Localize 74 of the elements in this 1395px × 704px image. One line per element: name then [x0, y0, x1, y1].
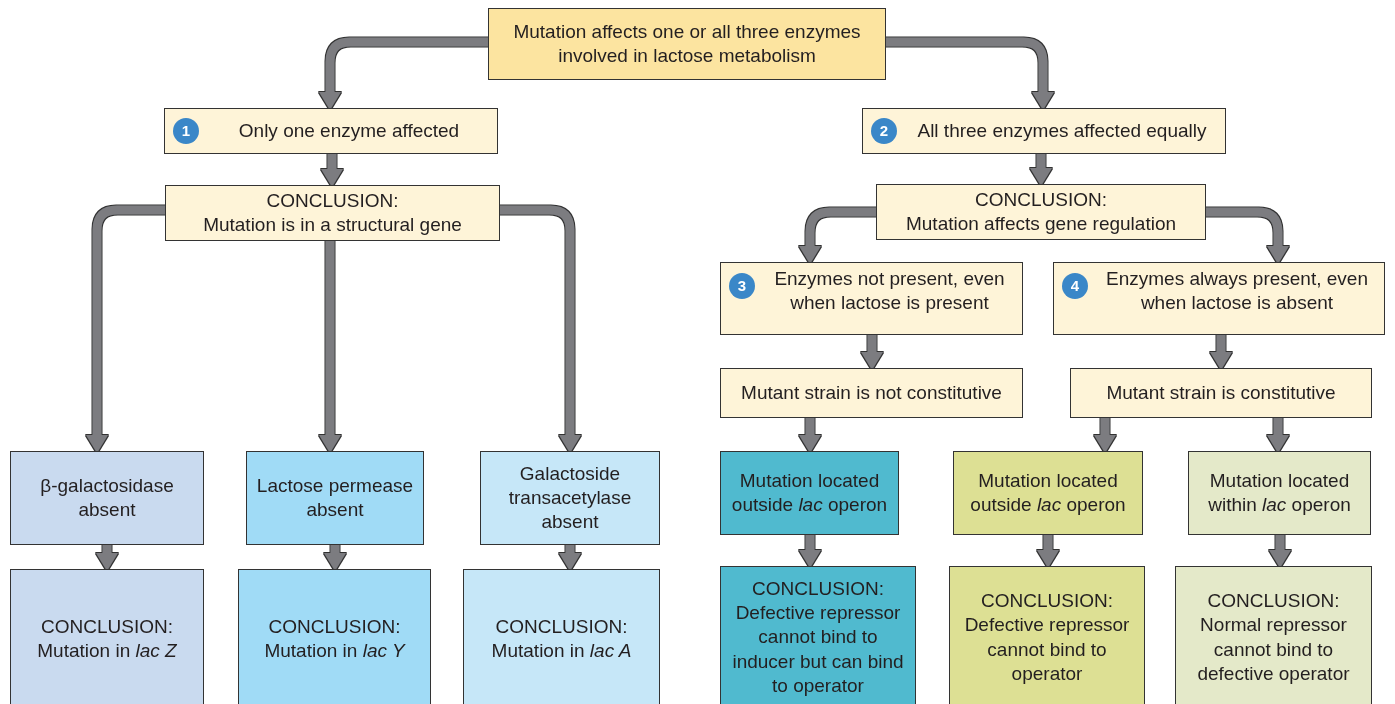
- heading-text: CONCLUSION:: [980, 589, 1114, 614]
- heading-text: CONCLUSION:: [267, 614, 402, 639]
- conclusion-box: [165, 185, 500, 241]
- conclusion-box: [720, 566, 916, 704]
- arrow: [500, 205, 581, 453]
- process-box: [720, 451, 899, 535]
- box-text: Enzymes always present, even when lactose is absent: [1105, 267, 1369, 316]
- box-text: Only one enzyme affected: [237, 118, 461, 143]
- process-box: [488, 8, 886, 80]
- conclusion-box: [238, 569, 431, 704]
- box-text: Normal repressor cannot bind to defective operator: [1196, 613, 1351, 686]
- box-text: Mutation located outside lac operon: [730, 468, 889, 517]
- process-box: [1053, 262, 1385, 335]
- step-number-badge: 4: [1062, 273, 1088, 299]
- arrow: [861, 335, 883, 370]
- heading-text: CONCLUSION:: [494, 614, 629, 639]
- conclusion-box: [876, 184, 1206, 240]
- box-text: All three enzymes affected equally: [916, 118, 1208, 143]
- arrow: [559, 545, 581, 571]
- process-box: [164, 108, 498, 154]
- arrow: [319, 37, 488, 110]
- arrow: [886, 37, 1054, 110]
- box-text: Mutation in lac Y: [264, 639, 405, 663]
- arrow: [96, 545, 118, 571]
- conclusion-box: [10, 569, 204, 704]
- process-box: [1070, 368, 1372, 418]
- box-text: Mutant strain is constitutive: [1106, 380, 1336, 405]
- box-text: Mutation affects gene regulation: [905, 212, 1177, 236]
- box-text: Mutation located outside lac operon: [969, 468, 1127, 517]
- arrow: [799, 418, 821, 453]
- process-box: [1188, 451, 1371, 535]
- arrow: [799, 535, 821, 568]
- box-text: β-galactosidase absent: [39, 473, 175, 522]
- box-text: Enzymes not present, even when lactose is present: [773, 267, 1006, 316]
- box-text: Defective repressor cannot bind to operator: [963, 613, 1131, 686]
- box-text: Mutation in lac Z: [37, 639, 177, 663]
- process-box: [246, 451, 424, 545]
- arrow: [1267, 418, 1289, 453]
- arrow: [1037, 535, 1059, 568]
- arrow: [1210, 335, 1232, 370]
- heading-text: CONCLUSION:: [265, 188, 400, 213]
- heading-text: CONCLUSION:: [40, 614, 174, 639]
- arrow: [86, 205, 165, 453]
- process-box: [10, 451, 204, 545]
- conclusion-box: [1175, 566, 1372, 704]
- arrow: [1206, 207, 1289, 264]
- step-number-badge: 3: [729, 273, 755, 299]
- arrow: [324, 545, 346, 571]
- heading-text: CONCLUSION:: [751, 577, 885, 602]
- arrow: [1094, 418, 1116, 453]
- box-text: Mutation is in a structural gene: [203, 213, 462, 237]
- process-box: [720, 368, 1023, 418]
- process-box: [862, 108, 1226, 154]
- box-text: Mutation affects one or all three enzymes involved in lactose metabolism: [512, 19, 862, 68]
- box-text: Defective repressor cannot bind to inducer but can bind to operator: [731, 601, 905, 698]
- arrow: [321, 154, 343, 187]
- process-box: [953, 451, 1143, 535]
- box-text: Lactose permease absent: [255, 473, 415, 522]
- box-text: Mutant strain is not constitutive: [741, 380, 1002, 405]
- conclusion-box: [949, 566, 1145, 704]
- heading-text: CONCLUSION:: [974, 187, 1108, 212]
- arrow: [1030, 154, 1052, 186]
- conclusion-box: [463, 569, 660, 704]
- arrow: [1269, 535, 1291, 568]
- process-box: [480, 451, 660, 545]
- heading-text: CONCLUSION:: [1206, 589, 1341, 614]
- box-text: Mutation in lac A: [491, 639, 632, 663]
- arrow: [319, 241, 341, 453]
- box-text: Galactoside transacetylase absent: [507, 461, 633, 535]
- arrow: [799, 207, 876, 264]
- process-box: [720, 262, 1023, 335]
- step-number-badge: 2: [871, 118, 897, 144]
- step-number-badge: 1: [173, 118, 199, 144]
- box-text: Mutation located within lac operon: [1207, 468, 1352, 517]
